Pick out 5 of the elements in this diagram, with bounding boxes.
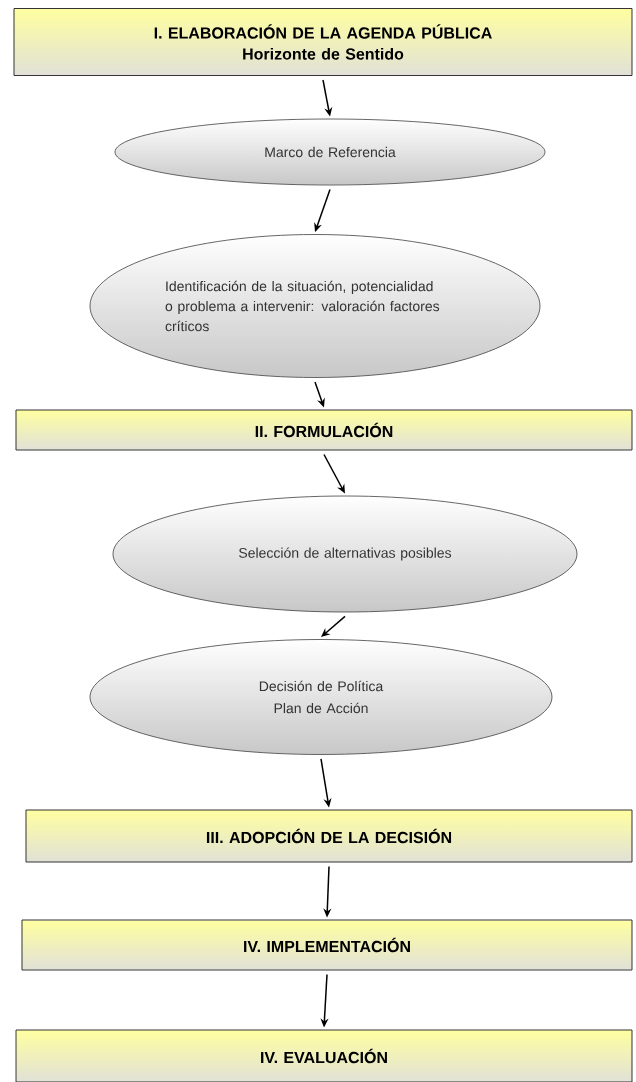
stage-box: III. ADOPCIÓN DE LA DECISIÓN <box>25 809 633 863</box>
stage-box: II. FORMULACIÓN <box>15 409 633 451</box>
stage-box: I. ELABORACIÓN DE LA AGENDA PÚBLICA Horizonte de Sentido <box>13 8 633 76</box>
stage-box: IV. EVALUACIÓN <box>15 1029 633 1082</box>
stage-box: IV. IMPLEMENTACIÓN <box>21 919 633 971</box>
